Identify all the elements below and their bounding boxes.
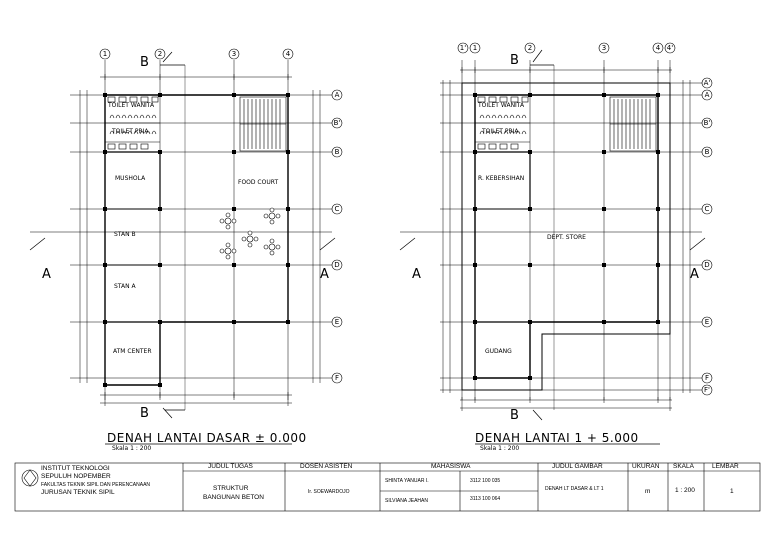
section-mark-b-bottom-right: B — [510, 408, 519, 423]
student-2-nrp: 3113 100 064 — [470, 496, 501, 502]
grid-row-label: B — [334, 148, 340, 156]
section-mark-a-right: A — [320, 267, 329, 282]
grid-col-label: 4 — [285, 50, 291, 58]
section-mark-b-top-right: B — [510, 53, 519, 68]
grid-col-label: 4 — [655, 44, 661, 52]
grid-row-label: E — [704, 318, 710, 326]
header-mahasiswa: MAHASISWA — [431, 463, 471, 470]
judul-gambar-value: DENAH LT DASAR & LT 1 — [545, 486, 604, 492]
judul-tugas-line-2: BANGUNAN BETON — [203, 494, 264, 501]
grid-col-label: 2 — [157, 50, 163, 58]
plan-title-first-floor: DENAH LANTAI 1 + 5.000 — [475, 431, 639, 445]
header-judul-gambar: JUDUL GAMBAR — [552, 463, 603, 470]
student-1-nrp: 3112 100 035 — [470, 478, 501, 484]
section-mark-b-top: B — [140, 55, 149, 70]
header-skala: SKALA — [673, 463, 694, 470]
grid-row-label: D — [704, 261, 710, 269]
grid-row-label: F — [704, 374, 710, 382]
header-judul-tugas: JUDUL TUGAS — [208, 463, 253, 470]
grid-row-label: F' — [704, 386, 710, 394]
header-lembar: LEMBAR — [712, 463, 739, 470]
student-2-name: SILVIANA JEAHAN — [385, 498, 428, 504]
header-dosen-asisten: DOSEN ASISTEN — [300, 463, 353, 470]
ukuran-value: m — [645, 488, 651, 495]
grid-col-label: 1 — [472, 44, 478, 52]
left-plan — [29, 48, 343, 445]
room-gudang: GUDANG — [485, 348, 512, 355]
section-mark-a-left-right: A — [412, 267, 421, 282]
room-dept-store: DEPT. STORE — [547, 234, 586, 241]
room-mushola: MUSHOLA — [115, 175, 146, 182]
grid-row-label: C — [704, 205, 710, 213]
institution-line-3: FAKULTAS TEKNIK SIPIL DAN PERENCANAAN — [41, 482, 151, 488]
student-1-name: SHINTA YANUAR I. — [385, 478, 429, 484]
grid-col-label: 2 — [527, 44, 533, 52]
right-plan — [399, 42, 713, 445]
grid-row-label: F — [334, 374, 340, 382]
room-stan-a: STAN A — [114, 283, 136, 290]
plan-title-ground-floor: DENAH LANTAI DASAR ± 0.000 — [107, 431, 307, 445]
section-mark-a-right-right: A — [690, 267, 699, 282]
grid-row-label: B' — [333, 119, 341, 127]
grid-row-label: A — [334, 91, 340, 99]
institution-line-4: JURUSAN TEKNIK SIPIL — [41, 489, 115, 496]
grid-col-label: 4' — [666, 44, 674, 52]
dosen-name: Ir. SOEWARDOJO — [308, 489, 350, 495]
lembar-value: 1 — [730, 488, 734, 495]
room-atm-center: ATM CENTER — [113, 348, 152, 355]
grid-col-label: 1' — [459, 44, 467, 52]
institution-line-1: INSTITUT TEKNOLOGI — [41, 465, 110, 472]
plan-scale-first-floor: Skala 1 : 200 — [480, 445, 520, 452]
grid-col-label: 3 — [231, 50, 237, 58]
room-toilet-wanita-left: TOILET WANITA — [108, 102, 155, 109]
section-mark-b-bottom: B — [140, 406, 149, 421]
grid-col-label: 3 — [601, 44, 607, 52]
title-block-lines — [14, 462, 761, 512]
grid-row-label: E — [334, 318, 340, 326]
room-toilet-wanita-right: TOILET WANITA — [478, 102, 525, 109]
room-kebersihan: R. KEBERSIHAN — [478, 175, 525, 182]
grid-row-label: C — [334, 205, 340, 213]
room-toilet-pria-right: TOILET PRIA — [482, 128, 519, 135]
room-stan-b: STAN B — [114, 231, 136, 238]
grid-row-label: D — [334, 261, 340, 269]
institution-line-2: SEPULUH NOPEMBER — [41, 473, 111, 480]
plan-scale-ground-floor: Skala 1 : 200 — [112, 445, 152, 452]
room-toilet-pria-left: TOILET PRIA — [112, 128, 149, 135]
grid-row-label: A' — [703, 79, 711, 87]
section-mark-a-left: A — [42, 267, 51, 282]
room-food-court: FOOD COURT — [238, 179, 279, 186]
grid-col-label: 1 — [102, 50, 108, 58]
header-ukuran: UKURAN — [632, 463, 660, 470]
grid-row-label: B — [704, 148, 710, 156]
judul-tugas-line-1: STRUKTUR — [213, 485, 249, 492]
grid-row-label: A — [704, 91, 710, 99]
grid-row-label: B' — [703, 119, 711, 127]
skala-value: 1 : 200 — [675, 487, 695, 494]
